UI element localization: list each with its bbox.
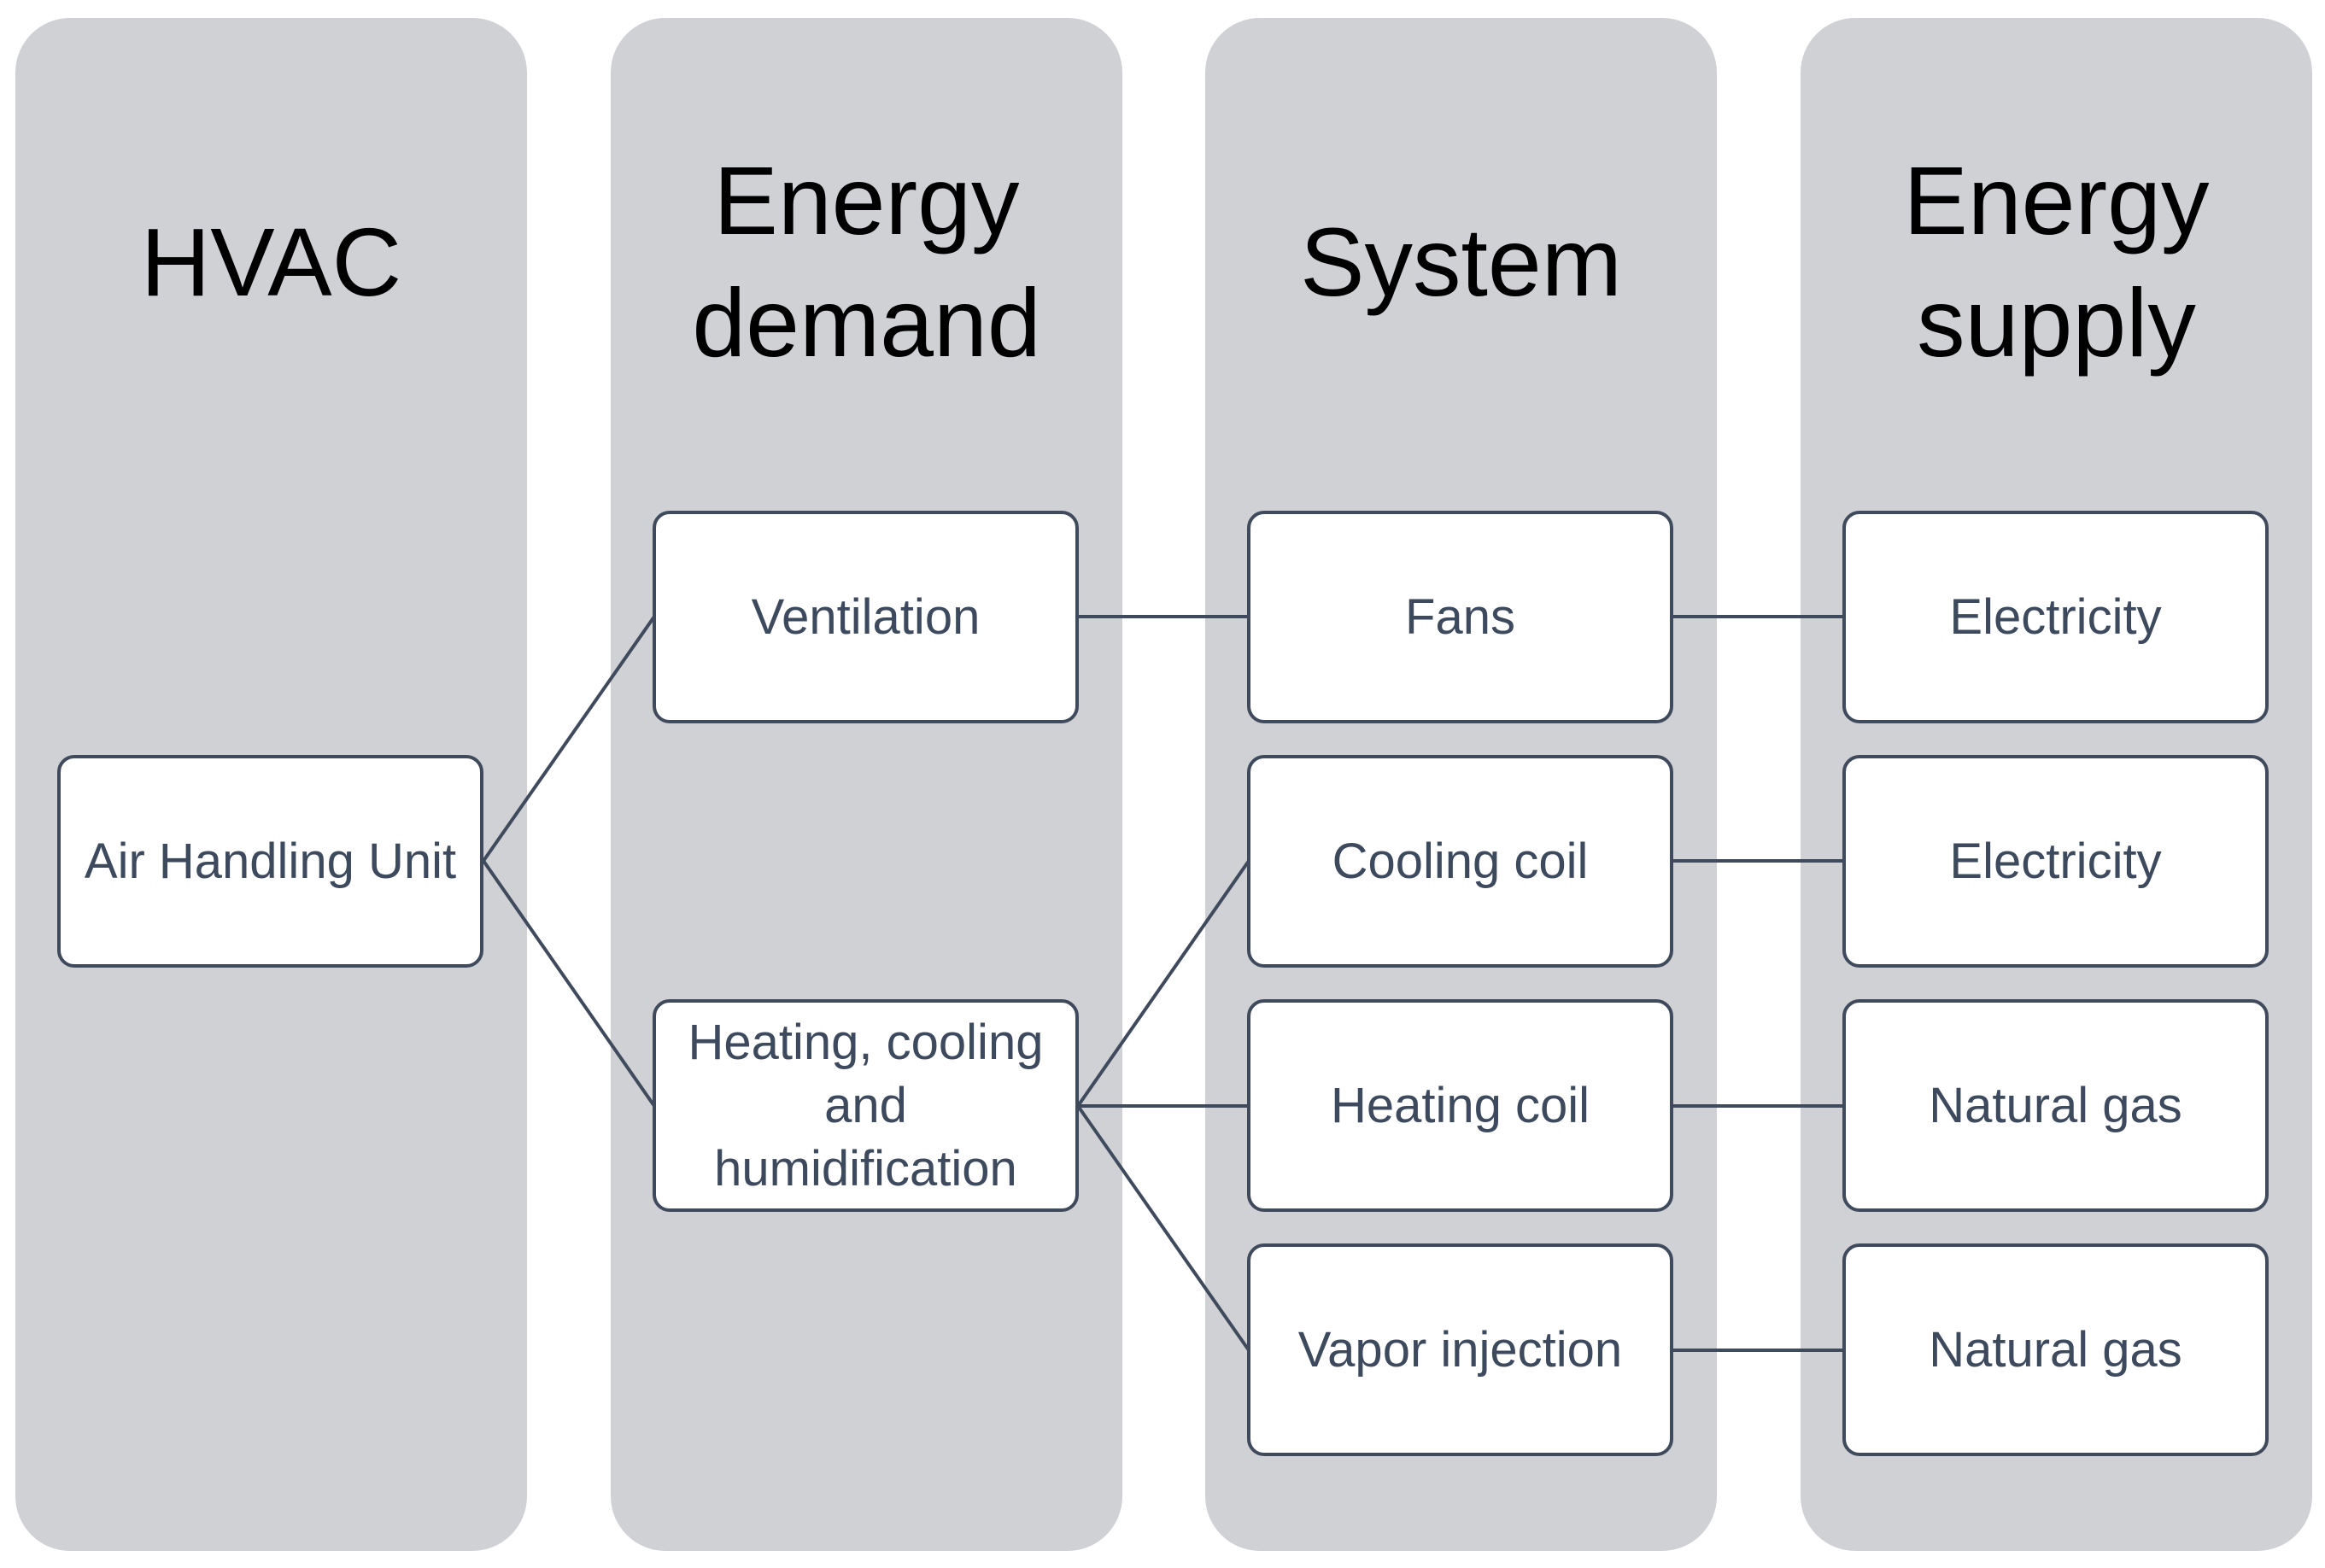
node-cooling-coil: Cooling coil (1247, 755, 1673, 968)
node-supply-electricity-fans: Electricity (1842, 511, 2269, 723)
node-ventilation: Ventilation (653, 511, 1079, 723)
column-energy-demand: Energy demand (611, 18, 1122, 1551)
node-air-handling-unit: Air Handling Unit (57, 755, 483, 968)
column-title-system: System (1300, 208, 1622, 316)
column-title-energy-demand: Energy demand (692, 147, 1041, 377)
node-supply-natural-gas-heating: Natural gas (1842, 999, 2269, 1212)
column-title-hvac: HVAC (140, 208, 402, 316)
node-heating-cooling-humidification: Heating, cooling and humidification (653, 999, 1079, 1212)
node-supply-natural-gas-vapor: Natural gas (1842, 1243, 2269, 1456)
node-supply-electricity-cooling: Electricity (1842, 755, 2269, 968)
column-title-energy-supply: Energy supply (1903, 147, 2210, 377)
node-fans: Fans (1247, 511, 1673, 723)
node-heating-coil: Heating coil (1247, 999, 1673, 1212)
node-vapor-injection: Vapor injection (1247, 1243, 1673, 1456)
